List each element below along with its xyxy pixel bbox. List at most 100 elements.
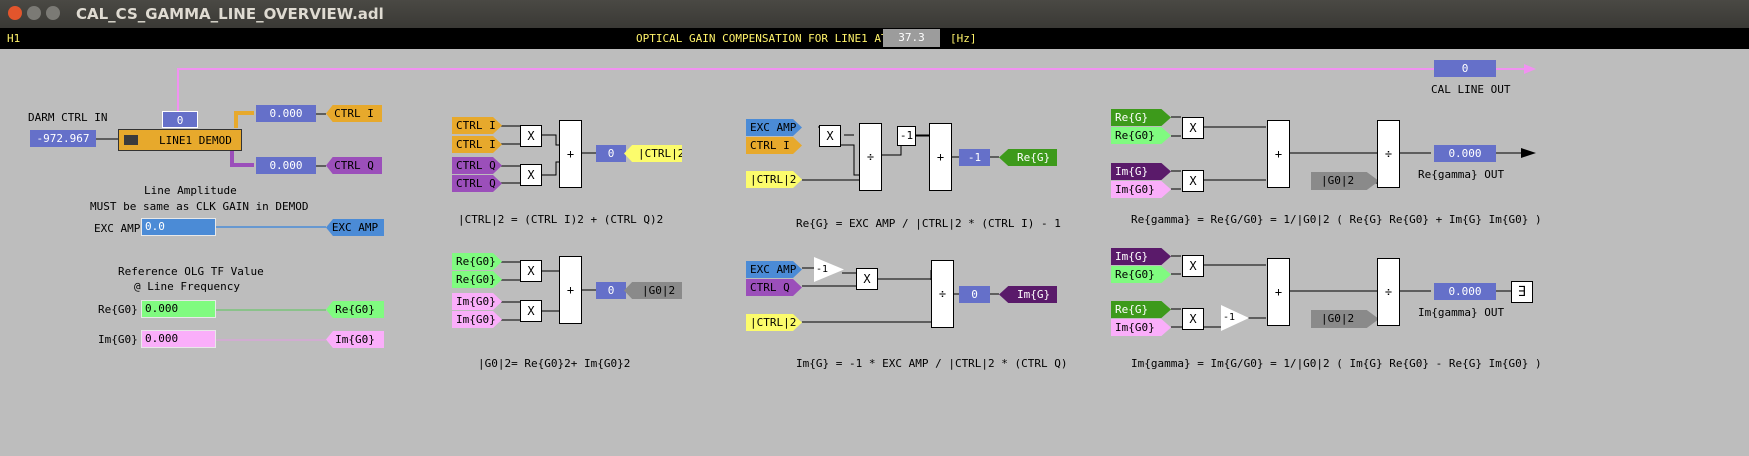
b5-multiply-2: X bbox=[1182, 170, 1204, 192]
window-title: CAL_CS_GAMMA_LINE_OVERVIEW.adl bbox=[76, 5, 384, 23]
darm-ctrl-label: DARM CTRL IN bbox=[28, 111, 108, 124]
b1-out-tag[interactable]: |CTRL|2 bbox=[624, 145, 682, 162]
b1-ctrl-q-tag[interactable]: CTRL Q bbox=[452, 175, 502, 192]
line1-demod-button[interactable]: LINE1 DEMOD bbox=[118, 129, 242, 151]
b1-ctrl-i-tag[interactable]: CTRL I bbox=[452, 136, 502, 153]
header-title: OPTICAL GAIN COMPENSATION FOR LINE1 AT bbox=[636, 32, 888, 45]
b3-ctrl2-tag[interactable]: |CTRL|2 bbox=[746, 171, 802, 188]
b2-sum: + bbox=[559, 256, 582, 324]
line-amplitude-title: Line Amplitude bbox=[144, 184, 237, 197]
close-icon[interactable] bbox=[8, 6, 22, 20]
b6-den-tag[interactable]: |G0|2 bbox=[1311, 310, 1379, 328]
b6-sum: + bbox=[1267, 258, 1290, 326]
b6-divide: ÷ bbox=[1377, 258, 1400, 326]
b4-ctrl2-tag[interactable]: |CTRL|2 bbox=[746, 314, 802, 331]
site-label: H1 bbox=[7, 32, 21, 45]
im-g0-tag[interactable]: Im{G0} bbox=[326, 331, 384, 348]
cal-line-value: 0 bbox=[1434, 60, 1496, 77]
b6-out-label: Im{gamma} OUT bbox=[1418, 306, 1505, 319]
b1-formula: |CTRL|2 = (CTRL I)2 + (CTRL Q)2 bbox=[458, 213, 664, 226]
b1-sum: + bbox=[559, 120, 582, 188]
b1-ctrl-i-tag[interactable]: CTRL I bbox=[452, 117, 502, 134]
b5-out-label: Re{gamma} OUT bbox=[1418, 168, 1505, 181]
ctrl-q-tag[interactable]: CTRL Q bbox=[326, 157, 382, 174]
b5-value: 0.000 bbox=[1434, 145, 1496, 162]
b2-formula: |G0|2= Re{G0}2+ Im{G0}2 bbox=[478, 357, 631, 370]
b1-ctrl-q-tag[interactable]: CTRL Q bbox=[452, 157, 502, 174]
b1-value: 0 bbox=[596, 145, 626, 162]
b5-im-g0-tag[interactable]: Im{G0} bbox=[1111, 181, 1171, 198]
b5-re-g0-tag[interactable]: Re{G0} bbox=[1111, 127, 1171, 144]
b6-re-g0-tag[interactable]: Re{G0} bbox=[1111, 266, 1171, 283]
b2-im-g0-tag[interactable]: Im{G0} bbox=[452, 293, 502, 310]
medm-canvas: DARM CTRL IN -972.967 0 LINE1 DEMOD 0.00… bbox=[6, 50, 1743, 452]
b4-divide: ÷ bbox=[931, 260, 954, 328]
ctrl-q-value: 0.000 bbox=[256, 157, 316, 174]
b5-formula: Re{gamma} = Re{G/G0} = 1/|G0|2 ( Re{G} R… bbox=[1131, 213, 1542, 226]
line1-value: 0 bbox=[162, 111, 198, 128]
b3-divide: ÷ bbox=[859, 123, 882, 191]
b2-multiply-2: X bbox=[520, 300, 542, 322]
header-bar: H1 OPTICAL GAIN COMPENSATION FOR LINE1 A… bbox=[0, 28, 1749, 49]
b6-re-g-tag[interactable]: Re{G} bbox=[1111, 301, 1171, 318]
olg-title: Reference OLG TF Value bbox=[118, 265, 264, 278]
b3-formula: Re{G} = EXC AMP / |CTRL|2 * (CTRL I) - 1 bbox=[796, 217, 1061, 230]
exc-amp-label: EXC AMP bbox=[94, 222, 141, 235]
minimize-icon[interactable] bbox=[27, 6, 41, 20]
b3-value: -1 bbox=[959, 149, 990, 166]
b3-sum: + bbox=[929, 123, 952, 191]
b1-multiply-1: X bbox=[520, 125, 542, 147]
b3-exc-amp-tag[interactable]: EXC AMP bbox=[746, 119, 802, 136]
wiring-diagram bbox=[96, 64, 1536, 341]
b5-im-g-tag[interactable]: Im{G} bbox=[1111, 163, 1171, 180]
b2-out-tag[interactable]: |G0|2 bbox=[624, 282, 682, 299]
re-g0-label: Re{G0} bbox=[98, 303, 138, 316]
b6-value: 0.000 bbox=[1434, 283, 1496, 300]
b4-ctrl-q-tag[interactable]: CTRL Q bbox=[746, 279, 802, 296]
re-g0-field[interactable] bbox=[141, 300, 216, 318]
title-bar: CAL_CS_GAMMA_LINE_OVERVIEW.adl bbox=[0, 0, 1749, 28]
b2-value: 0 bbox=[596, 282, 626, 299]
maximize-icon[interactable] bbox=[46, 6, 60, 20]
b5-sum: + bbox=[1267, 120, 1290, 188]
b6-multiply-1: X bbox=[1182, 255, 1204, 277]
olg-subtitle: @ Line Frequency bbox=[134, 280, 240, 293]
b4-multiply: X bbox=[856, 268, 878, 290]
b4-exc-amp-tag[interactable]: EXC AMP bbox=[746, 261, 802, 278]
b6-formula: Im{gamma} = Im{G/G0} = 1/|G0|2 ( Im{G} R… bbox=[1131, 357, 1542, 370]
b3-ctrl-i-tag[interactable]: CTRL I bbox=[746, 137, 802, 154]
b2-re-g0-tag[interactable]: Re{G0} bbox=[452, 253, 502, 270]
b3-const: -1 bbox=[897, 126, 916, 146]
b6-im-g-tag[interactable]: Im{G} bbox=[1111, 248, 1171, 265]
b6-multiply-2: X bbox=[1182, 308, 1204, 330]
re-g0-tag[interactable]: Re{G0} bbox=[326, 301, 384, 318]
ctrl-i-value: 0.000 bbox=[256, 105, 316, 122]
b4-out-tag[interactable]: Im{G} bbox=[999, 286, 1057, 303]
line-amplitude-note: MUST be same as CLK GAIN in DEMOD bbox=[90, 200, 309, 213]
terminator-icon: ∃ bbox=[1511, 281, 1533, 303]
cal-line-label: CAL LINE OUT bbox=[1431, 83, 1511, 96]
b6-im-g0-tag[interactable]: Im{G0} bbox=[1111, 319, 1171, 336]
b2-re-g0-tag[interactable]: Re{G0} bbox=[452, 271, 502, 288]
b3-multiply: X bbox=[819, 125, 841, 147]
b5-multiply-1: X bbox=[1182, 117, 1204, 139]
b1-multiply-2: X bbox=[520, 164, 542, 186]
b2-multiply-1: X bbox=[520, 260, 542, 282]
b5-re-g-tag[interactable]: Re{G} bbox=[1111, 109, 1171, 126]
exc-amp-tag[interactable]: EXC AMP bbox=[326, 219, 384, 236]
darm-ctrl-value: -972.967 bbox=[30, 130, 96, 147]
line-frequency-value: 37.3 bbox=[883, 29, 940, 47]
exc-amp-field[interactable] bbox=[141, 218, 216, 236]
b4-formula: Im{G} = -1 * EXC AMP / |CTRL|2 * (CTRL Q… bbox=[796, 357, 1068, 370]
frequency-unit: [Hz] bbox=[950, 32, 977, 45]
ctrl-i-tag[interactable]: CTRL I bbox=[326, 105, 382, 122]
b4-value: 0 bbox=[959, 286, 990, 303]
b5-divide: ÷ bbox=[1377, 120, 1400, 188]
im-g0-label: Im{G0} bbox=[98, 333, 138, 346]
b2-im-g0-tag[interactable]: Im{G0} bbox=[452, 311, 502, 328]
im-g0-field[interactable] bbox=[141, 330, 216, 348]
b3-out-tag[interactable]: Re{G} bbox=[999, 149, 1057, 166]
b5-den-tag[interactable]: |G0|2 bbox=[1311, 172, 1379, 190]
demod-icon bbox=[124, 135, 138, 145]
demod-label: LINE1 DEMOD bbox=[159, 134, 232, 147]
